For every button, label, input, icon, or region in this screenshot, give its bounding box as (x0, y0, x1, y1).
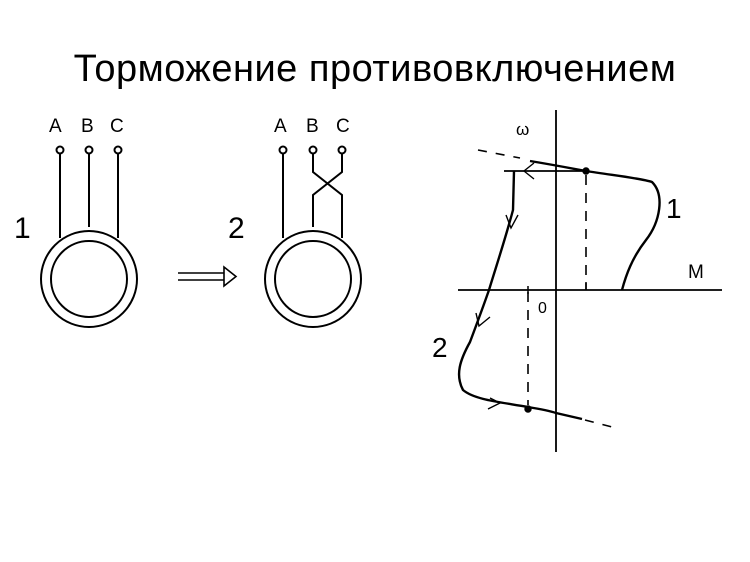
double-arrow-right-icon (178, 265, 238, 288)
terminal-b (308, 145, 318, 155)
diagram-number-1: 1 (14, 212, 31, 245)
phase-label-a: A (49, 116, 62, 137)
wire-b-crossed (312, 154, 343, 238)
operating-point-1 (582, 167, 590, 175)
curve-2-extension (584, 419, 613, 428)
torque-speed-graph: ω M 0 1 2 (432, 110, 722, 452)
arrow-down-icon (475, 312, 491, 328)
terminal-a (55, 145, 65, 155)
rotor-inner-ring (274, 240, 352, 318)
stator-outer-ring (264, 230, 362, 328)
terminal-b (84, 145, 94, 155)
operating-point-2 (524, 405, 532, 413)
motor-diagram-1: 1 A B C (14, 116, 138, 328)
characteristic-curve-1 (529, 159, 661, 291)
origin-label: 0 (538, 300, 547, 317)
terminal-a (278, 145, 288, 155)
phase-label-b: B (306, 116, 319, 137)
motor-diagram-2: 2 A B C (228, 116, 362, 328)
arrow-right-icon (487, 397, 502, 410)
page-title: Торможение противовключением (73, 48, 677, 90)
phase-label-c: C (110, 116, 124, 137)
wire-c-crossed (312, 154, 343, 227)
omega-axis-label: ω (516, 120, 529, 139)
curve-1-extension (477, 149, 521, 159)
stator-outer-ring (40, 230, 138, 328)
torque-axis-label: M (688, 262, 704, 283)
phase-label-a: A (274, 116, 287, 137)
terminal-c (113, 145, 123, 155)
arrow-down-icon (505, 214, 519, 230)
phase-label-c: C (336, 116, 350, 137)
curve-1-label: 1 (666, 193, 682, 224)
terminal-c (337, 145, 347, 155)
diagram-number-2: 2 (228, 212, 245, 245)
phase-label-b: B (81, 116, 94, 137)
arrow-left-icon (522, 162, 535, 180)
rotor-inner-ring (50, 240, 128, 318)
curve-2-label: 2 (432, 332, 448, 363)
characteristic-curve-2 (457, 170, 583, 421)
